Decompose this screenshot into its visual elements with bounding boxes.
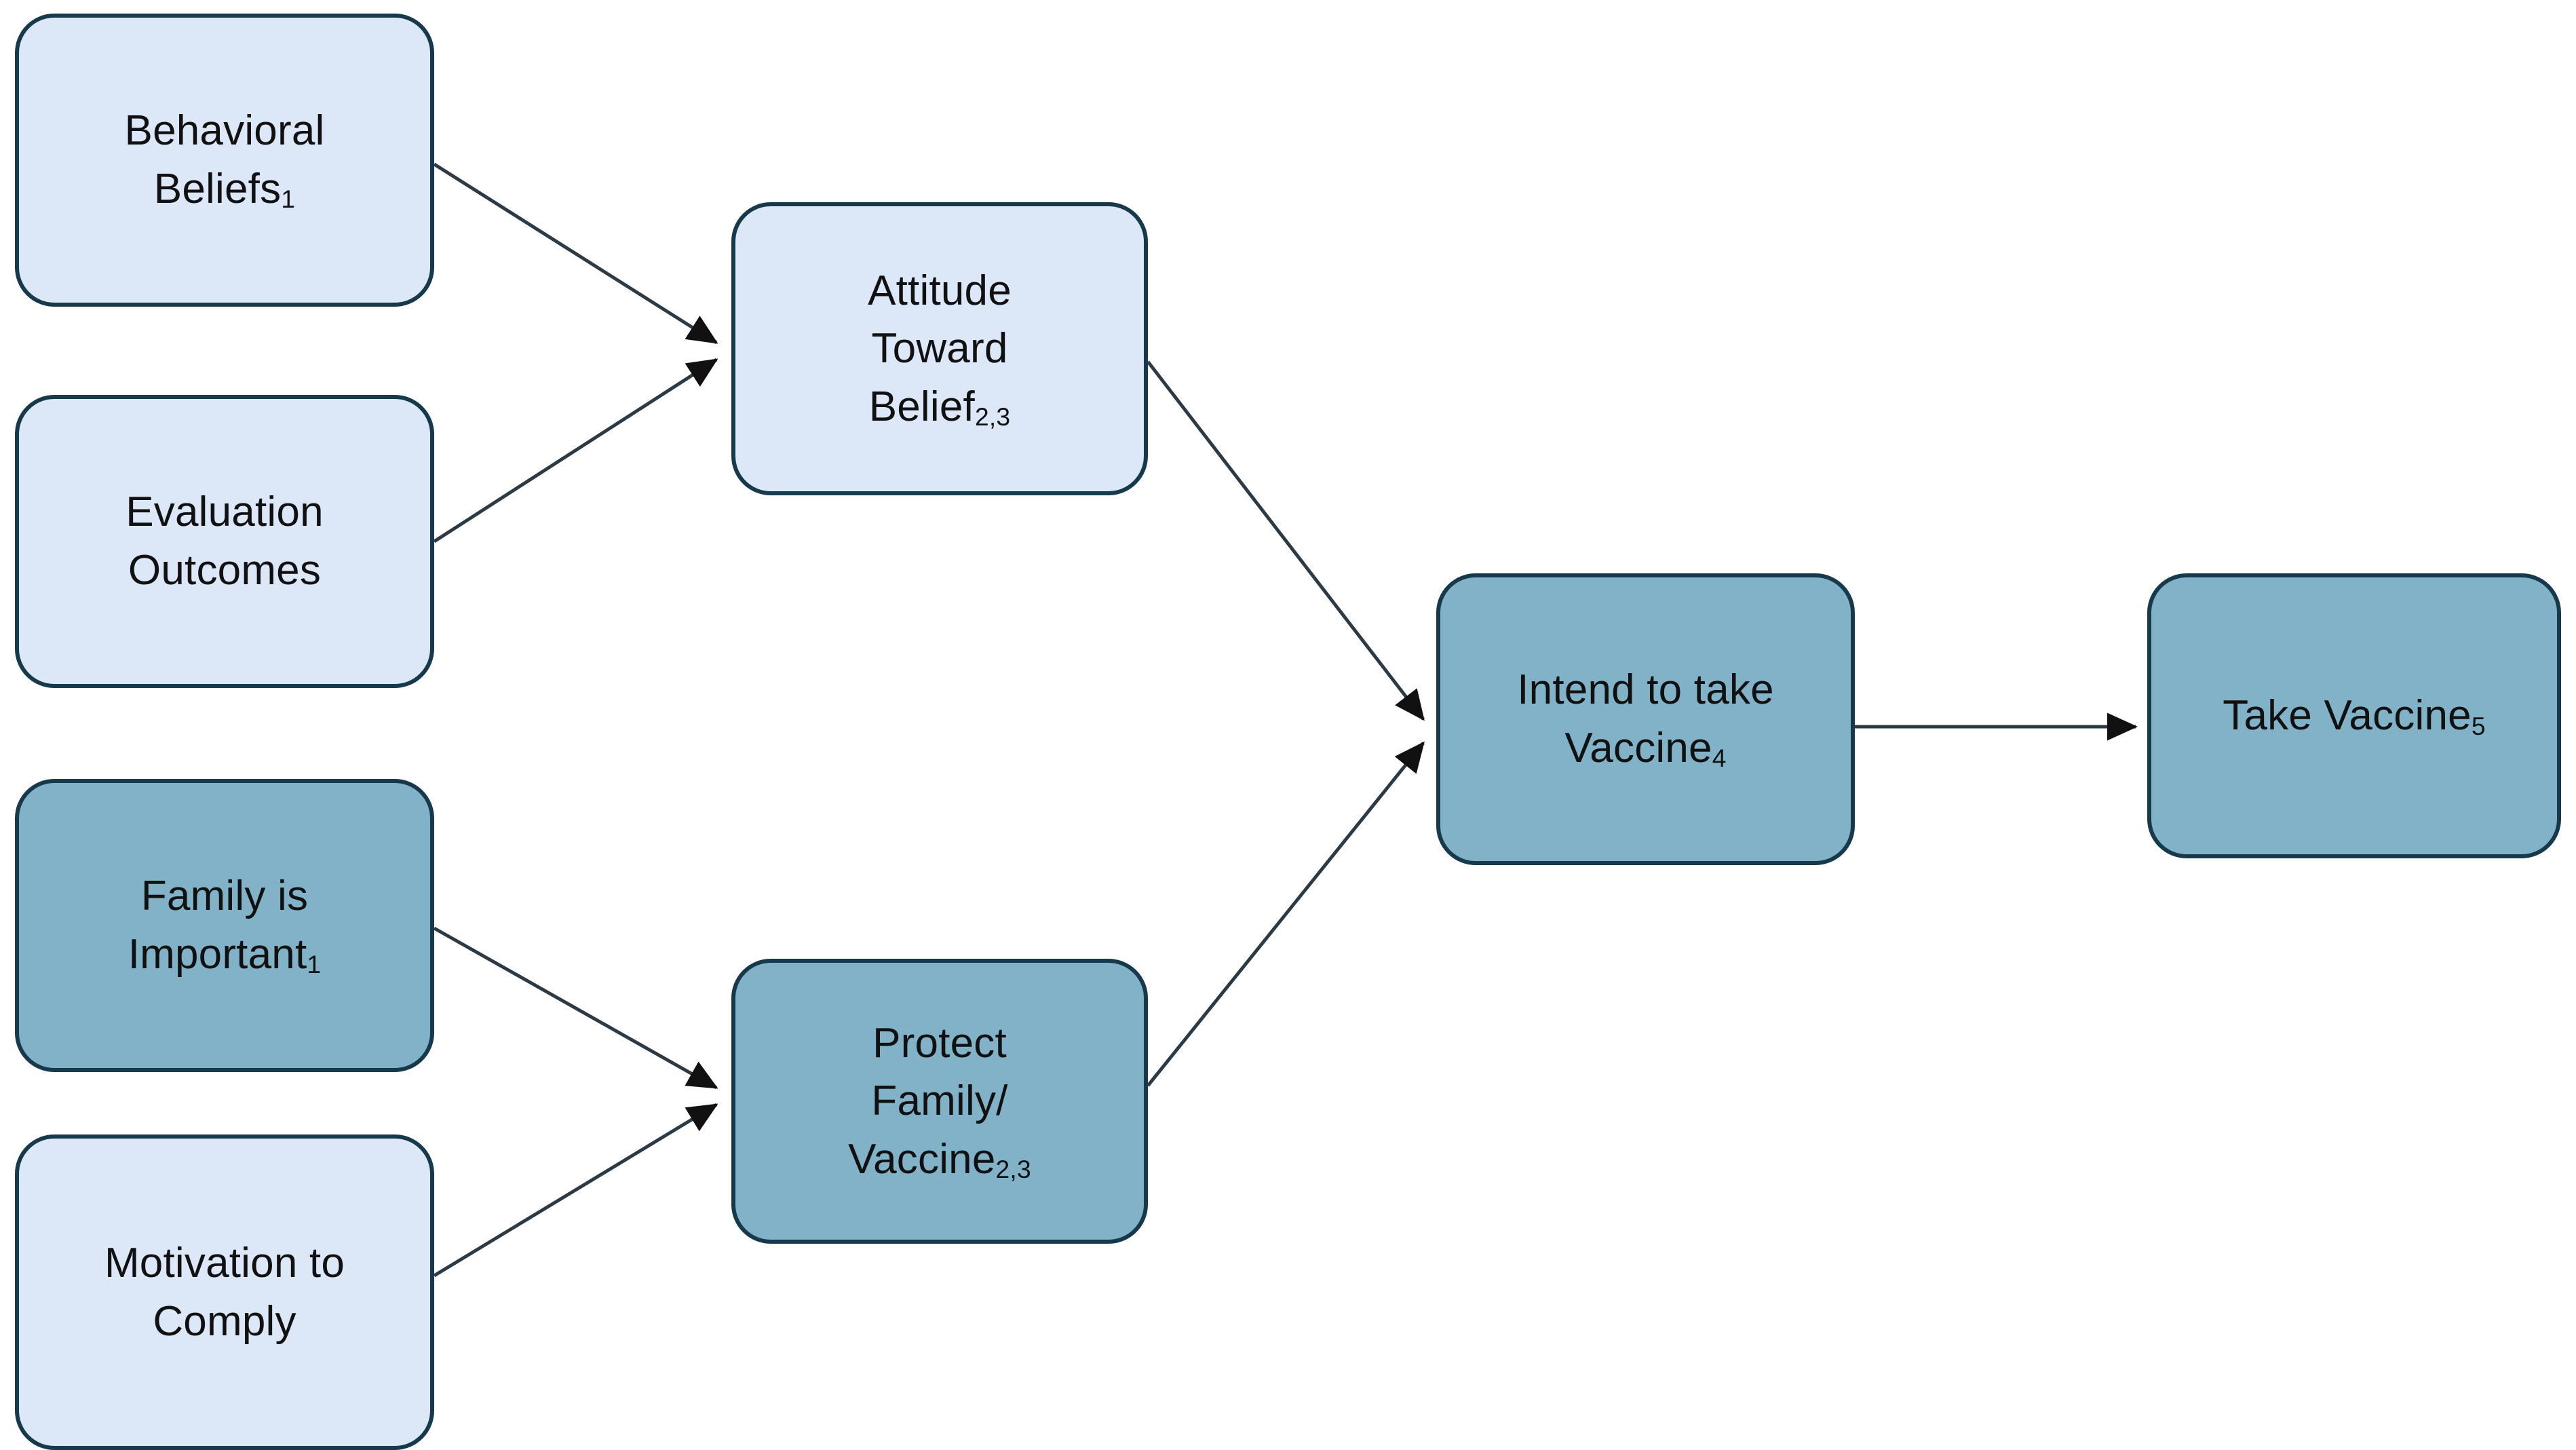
edges-group: [433, 162, 2138, 1278]
node-behavioral-beliefs[interactable]: Behavioral Beliefs1: [15, 14, 434, 307]
node-label-protect-family-vaccine: Protect Family/ Vaccine2,3: [848, 1019, 1031, 1184]
node-protect-family-vaccine[interactable]: Protect Family/ Vaccine2,3: [731, 959, 1148, 1244]
edge-motivation-comply-to-protect-family: [433, 1103, 718, 1278]
node-evaluation-outcomes[interactable]: Evaluation Outcomes: [15, 395, 434, 688]
edge-protect-family-to-intend: [1147, 741, 1425, 1087]
node-subscript-attitude-toward-belief: 2,3: [974, 402, 1011, 432]
node-family-is-important[interactable]: Family is Important1: [15, 779, 434, 1072]
node-label-motivation-to-comply: Motivation to Comply: [104, 1239, 345, 1345]
node-take-vaccine[interactable]: Take Vaccine5: [2147, 573, 2561, 858]
node-subscript-protect-family-vaccine: 2,3: [995, 1155, 1031, 1184]
node-intend-to-take-vaccine[interactable]: Intend to take Vaccine4: [1436, 573, 1855, 865]
node-subscript-intend-to-take-vaccine: 4: [1712, 744, 1727, 773]
node-label-attitude-toward-belief: Attitude Toward Belief2,3: [868, 267, 1012, 432]
node-subscript-family-is-important: 1: [307, 950, 322, 979]
node-motivation-to-comply[interactable]: Motivation to Comply: [15, 1134, 434, 1450]
node-label-behavioral-beliefs: Behavioral Beliefs1: [124, 107, 325, 214]
edge-behavioral-beliefs-to-attitude: [433, 162, 718, 345]
node-label-intend-to-take-vaccine: Intend to take Vaccine4: [1517, 666, 1774, 773]
node-subscript-take-vaccine: 5: [2471, 711, 2486, 740]
node-label-family-is-important: Family is Important1: [128, 873, 322, 979]
edge-family-important-to-protect-family: [433, 926, 718, 1090]
edge-evaluation-outcomes-to-attitude: [433, 358, 718, 543]
node-subscript-behavioral-beliefs: 1: [281, 185, 296, 214]
edge-attitude-to-intend: [1147, 360, 1425, 721]
node-label-take-vaccine: Take Vaccine5: [2223, 692, 2486, 740]
node-label-evaluation-outcomes: Evaluation Outcomes: [126, 489, 324, 594]
node-attitude-toward-belief[interactable]: Attitude Toward Belief2,3: [731, 202, 1148, 495]
